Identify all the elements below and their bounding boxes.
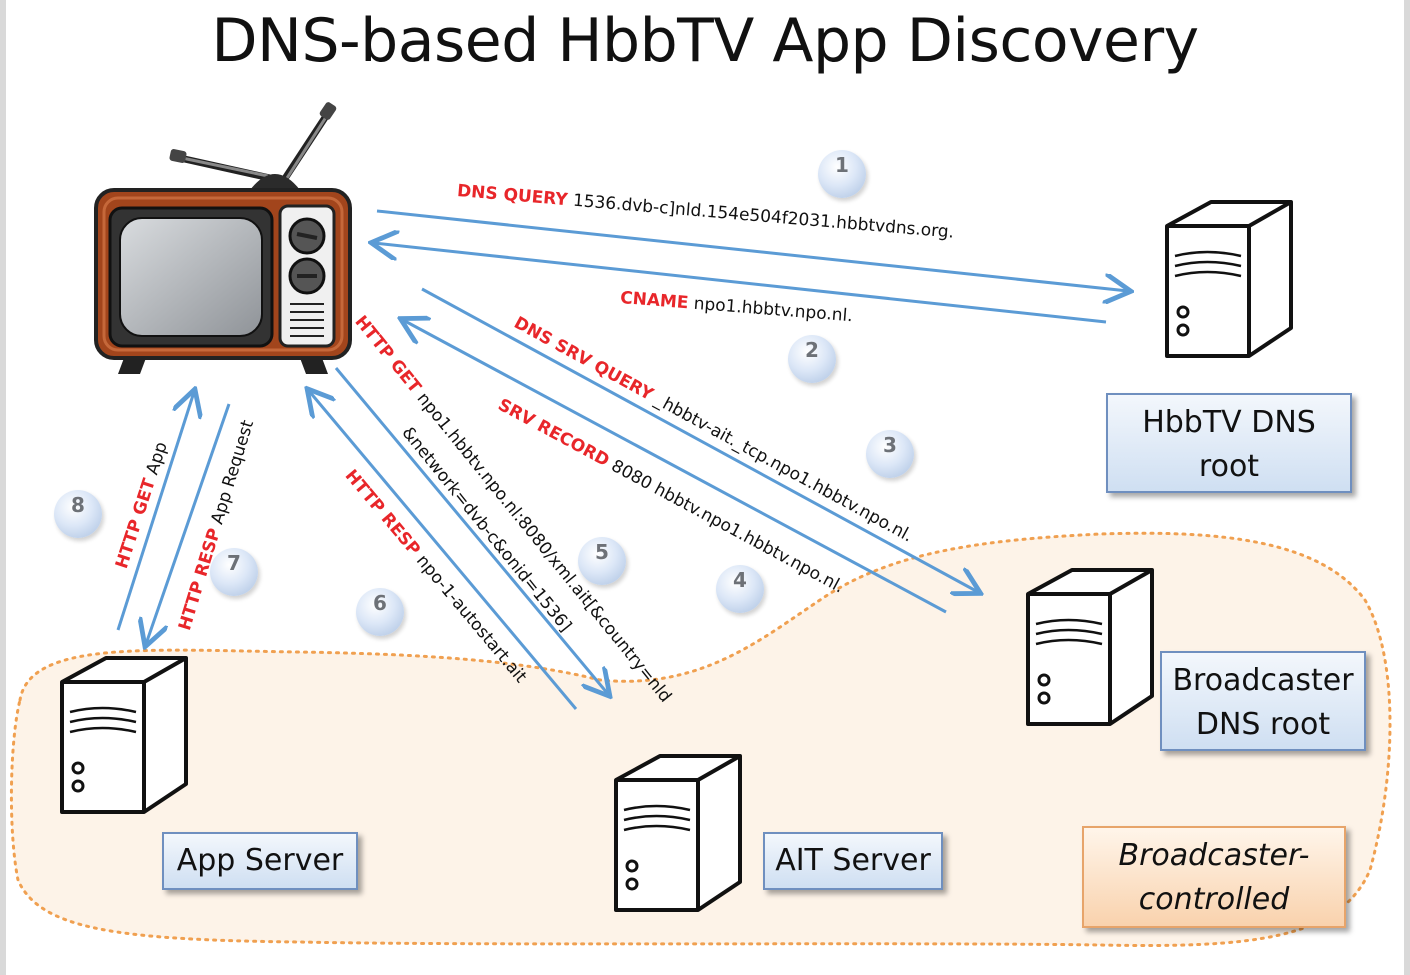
hbbtv-dns-root-box: HbbTV DNS root bbox=[1106, 393, 1352, 493]
server-icon-ait bbox=[614, 754, 742, 912]
tv-icon bbox=[94, 102, 352, 374]
step-6-marker: 6 bbox=[356, 588, 404, 636]
page-title: DNS-based HbbTV App Discovery bbox=[211, 6, 1199, 76]
node-label-line-1: Broadcaster bbox=[1172, 663, 1354, 698]
step-5-marker: 5 bbox=[578, 537, 626, 585]
node-label-line-2: DNS root bbox=[1195, 707, 1331, 742]
server-icon-hbbtv-dns bbox=[1165, 200, 1293, 358]
node-label: AIT Server bbox=[775, 843, 931, 878]
broadcaster-controlled-legend: Broadcaster- controlled bbox=[1082, 826, 1346, 928]
app-server-box: App Server bbox=[162, 832, 358, 890]
legend-line-1: Broadcaster- bbox=[1118, 838, 1310, 873]
arrow-cname bbox=[374, 243, 1107, 324]
server-icon-app bbox=[60, 656, 188, 814]
legend-line-2: controlled bbox=[1138, 882, 1290, 917]
arrow-dns-query bbox=[376, 209, 1128, 291]
arrow-http-get-ait bbox=[334, 367, 608, 694]
arrow-app-request bbox=[146, 403, 231, 644]
arrow-app-get bbox=[116, 392, 194, 631]
server-icon-broadcaster-dns bbox=[1026, 568, 1154, 726]
step-4-marker: 4 bbox=[716, 565, 764, 613]
arrow-srv-record bbox=[403, 320, 947, 614]
ait-server-box: AIT Server bbox=[763, 832, 943, 890]
step-8-marker: 8 bbox=[54, 490, 102, 538]
node-label: App Server bbox=[176, 843, 344, 878]
node-label-line-2: root bbox=[1198, 449, 1260, 484]
step-1-marker: 1 bbox=[818, 150, 866, 198]
arrow-dns-srv-query bbox=[421, 287, 978, 592]
step-2-marker: 2 bbox=[788, 335, 836, 383]
node-label-line-1: HbbTV DNS bbox=[1142, 405, 1316, 440]
step-7-marker: 7 bbox=[210, 548, 258, 596]
step-3-marker: 3 bbox=[866, 430, 914, 478]
broadcaster-dns-root-box: Broadcaster DNS root bbox=[1160, 651, 1366, 751]
arrow-http-resp-ait bbox=[309, 391, 578, 710]
